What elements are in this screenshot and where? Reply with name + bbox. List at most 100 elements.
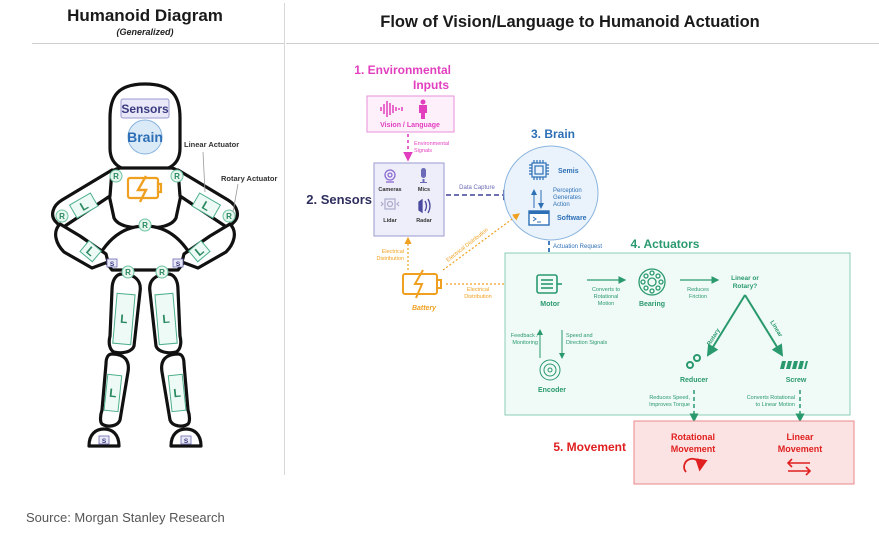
motor-label: Motor [540, 301, 560, 308]
svg-text:Rotational: Rotational [594, 294, 619, 300]
svg-text:Rotational: Rotational [671, 432, 715, 442]
svg-text:Movement: Movement [671, 444, 716, 454]
svg-text:R: R [59, 212, 65, 221]
svg-text:Electrical: Electrical [382, 249, 404, 255]
software-label: Software [557, 215, 587, 222]
brain-circle [503, 145, 599, 241]
svg-text:L: L [173, 386, 182, 401]
title-divider-right [286, 43, 879, 44]
svg-text:Generates: Generates [553, 195, 581, 201]
svg-text:Signals: Signals [414, 148, 432, 154]
humanoid-diagram-title: Humanoid Diagram [67, 6, 223, 25]
svg-text:L: L [162, 312, 171, 327]
svg-text:Motion: Motion [598, 301, 615, 307]
source-footnote: Source: Morgan Stanley Research [26, 510, 225, 525]
actuation-request-label: Actuation Request [553, 244, 602, 250]
svg-text:Mics: Mics [418, 187, 430, 193]
humanoid-figure: .body { fill: #fff; stroke: #111; stroke… [51, 82, 277, 448]
svg-text:R: R [142, 221, 148, 230]
chip-icon [529, 160, 549, 180]
encoder-icon [539, 359, 561, 381]
soundwave-icon [380, 101, 403, 117]
data-capture-label: Data Capture [459, 185, 495, 191]
movement-box [633, 420, 855, 485]
rotation-arrow-icon [683, 457, 708, 473]
svg-text:Movement: Movement [778, 444, 823, 454]
inputs-title-line1: 1. Environmental [354, 63, 451, 77]
panel-divider [284, 3, 285, 475]
radar-icon [418, 198, 431, 214]
encoder-label: Encoder [538, 387, 566, 394]
microphone-icon [420, 168, 427, 183]
svg-text:Direction Signals: Direction Signals [566, 340, 608, 346]
svg-text:Converts to: Converts to [592, 287, 620, 293]
sensors-box [120, 98, 170, 119]
title-divider-left [32, 43, 284, 44]
battery-icon [126, 175, 163, 203]
brain-label: Brain [127, 129, 163, 145]
sensors-title: 2. Sensors [306, 192, 372, 207]
humanoid-diagram-subtitle: (Generalized) [116, 27, 174, 37]
svg-text:Converts Rotational: Converts Rotational [747, 395, 795, 401]
svg-text:S: S [176, 261, 181, 268]
svg-text:L: L [120, 312, 129, 327]
screw-icon [780, 361, 808, 369]
inputs-title-line2: Inputs [413, 78, 449, 92]
actuators-title: 4. Actuators [631, 237, 700, 251]
decision-line2: Rotary? [733, 283, 758, 290]
camera-icon [384, 169, 396, 183]
svg-text:S: S [184, 438, 189, 445]
brain-title: 3. Brain [531, 127, 575, 141]
person-icon [419, 99, 427, 119]
battery-label: Battery [412, 305, 437, 312]
svg-text:Feedback /: Feedback / [511, 333, 539, 339]
svg-text:Perception: Perception [553, 188, 582, 194]
svg-text:Speed and: Speed and [566, 333, 593, 339]
svg-text:L: L [109, 386, 118, 401]
semis-label: Semis [558, 168, 579, 175]
svg-text:R: R [226, 212, 232, 221]
rotary-joints: R R R R R R R [55, 169, 236, 279]
decision-line1: Linear or [731, 275, 759, 282]
svg-text:Linear: Linear [786, 432, 814, 442]
bidirectional-arrow-icon [786, 458, 812, 476]
terminal-icon [528, 210, 550, 226]
bearing-icon [638, 268, 666, 296]
flow-diagram: 1. Environmental Inputs Vision / Languag… [306, 63, 855, 485]
vision-language-label: Vision / Language [380, 122, 440, 129]
screw-label: Screw [786, 377, 807, 384]
svg-text:Lidar: Lidar [383, 218, 397, 224]
motor-icon [536, 274, 562, 294]
flow-diagram-title: Flow of Vision/Language to Humanoid Actu… [380, 13, 760, 31]
svg-text:Electrical: Electrical [467, 287, 489, 293]
svg-text:R: R [174, 172, 180, 181]
svg-text:Monitoring: Monitoring [512, 340, 538, 346]
battery-flow-icon [402, 269, 442, 299]
gears-icon [686, 354, 701, 369]
inputs-box [366, 95, 455, 133]
svg-text:Radar: Radar [416, 218, 432, 224]
svg-text:Environmental: Environmental [414, 141, 449, 147]
svg-text:Improves Torque: Improves Torque [649, 402, 690, 408]
svg-text:Cameras: Cameras [378, 187, 401, 193]
svg-text:Reduces Speed,: Reduces Speed, [649, 395, 690, 401]
svg-text:Friction: Friction [689, 294, 707, 300]
bearing-label: Bearing [639, 301, 665, 308]
brain-circle [127, 119, 163, 155]
svg-text:S: S [102, 438, 107, 445]
lidar-icon [380, 198, 400, 210]
sensors-label: Sensors [121, 102, 169, 116]
svg-text:to Linear Motion: to Linear Motion [756, 402, 795, 408]
svg-text:R: R [113, 172, 119, 181]
svg-text:R: R [125, 268, 131, 277]
svg-text:Action: Action [553, 202, 570, 208]
svg-text:Distribution: Distribution [376, 256, 404, 262]
reducer-label: Reducer [680, 377, 708, 384]
svg-text:Electrical Distribution: Electrical Distribution [446, 227, 490, 263]
rotary-actuator-callout: Rotary Actuator [221, 174, 277, 183]
movement-title: 5. Movement [553, 440, 626, 454]
svg-text:Reduces: Reduces [687, 287, 709, 293]
svg-text:S: S [110, 261, 115, 268]
svg-text:R: R [159, 268, 165, 277]
linear-actuator-callout: Linear Actuator [184, 140, 239, 149]
